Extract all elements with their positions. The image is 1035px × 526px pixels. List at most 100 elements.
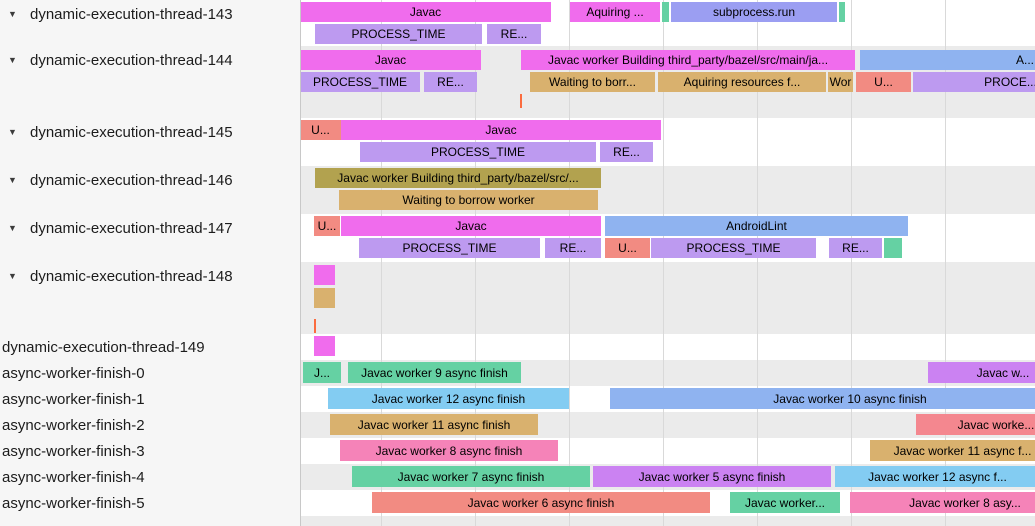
trace-slice[interactable]: Wor [828, 72, 853, 92]
gridline [851, 262, 852, 334]
trace-slice[interactable]: RE... [545, 238, 601, 258]
trace-slice[interactable]: Waiting to borrow worker [339, 190, 598, 210]
trace-slice[interactable]: AndroidLint [605, 216, 908, 236]
track-label[interactable]: ▼dynamic-execution-thread-147 [8, 214, 233, 242]
trace-slice[interactable]: subprocess.run [671, 2, 837, 22]
track-name: async-worker-finish-3 [2, 442, 145, 460]
sidebar-divider [300, 0, 301, 526]
track-header: async-worker-finish-4 [0, 464, 300, 490]
trace-slice[interactable]: U... [300, 120, 341, 140]
trace-slice[interactable]: Javac worker 5 async finish [593, 466, 831, 487]
trace-slice[interactable]: U... [314, 216, 340, 236]
track-label[interactable]: async-worker-finish-4 [2, 464, 145, 490]
track-header: dynamic-execution-thread-149 [0, 334, 300, 360]
trace-slice[interactable]: Javac [300, 50, 481, 70]
trace-slice[interactable]: Javac worker 8 asy... [850, 492, 1035, 513]
slice-label: AndroidLint [726, 219, 787, 233]
collapse-arrow-icon[interactable]: ▼ [8, 9, 17, 19]
trace-slice[interactable]: Aquiring ... [570, 2, 660, 22]
trace-slice[interactable] [314, 265, 335, 285]
track-label[interactable]: ▼ dynamic-execution-thread-148 [8, 262, 233, 290]
track-name: dynamic-execution-thread-148 [30, 267, 233, 285]
instant-event-tick[interactable] [520, 94, 522, 108]
trace-slice[interactable]: PROCESS_TIME [359, 238, 540, 258]
track-label[interactable]: async-worker-finish-0 [2, 360, 145, 386]
trace-slice[interactable]: Javac worker 6 async finish [372, 492, 710, 513]
track-name: async-worker-finish-4 [2, 468, 145, 486]
track-label[interactable]: ▼dynamic-execution-thread-146 [8, 166, 233, 194]
track-label[interactable]: dynamic-execution-thread-149 [2, 334, 205, 360]
gridline [757, 334, 758, 360]
track-label[interactable]: async-worker-finish-5 [2, 490, 145, 516]
track-label[interactable]: async-worker-finish-1 [2, 386, 145, 412]
trace-slice[interactable]: RE... [600, 142, 653, 162]
trace-slice[interactable]: RE... [487, 24, 541, 44]
trace-slice[interactable]: U... [605, 238, 650, 258]
collapse-arrow-icon[interactable]: ▼ [8, 127, 17, 137]
gridline [569, 360, 570, 386]
trace-slice[interactable]: Javac worker 11 async f... [870, 440, 1035, 461]
track-async-worker-finish-5: async-worker-finish-5 Javac worker 6 asyn… [0, 490, 1035, 516]
track-label[interactable]: async-worker-finish-2 [2, 412, 145, 438]
trace-slice[interactable]: Javac worker Building third_party/bazel/… [315, 168, 601, 188]
instant-event-tick[interactable] [314, 319, 316, 333]
trace-slice[interactable] [314, 288, 335, 308]
timeline-row [300, 334, 1035, 360]
slice-label: RE... [559, 241, 587, 255]
trace-slice[interactable]: Javac worker 10 async finish [610, 388, 1035, 409]
trace-slice[interactable]: Javac worker 12 async f... [835, 466, 1035, 487]
gridline [851, 438, 852, 464]
trace-slice[interactable]: Javac [300, 2, 551, 22]
trace-slice[interactable]: PROCE... [913, 72, 1035, 92]
trace-slice[interactable]: J... [303, 362, 341, 383]
trace-slice[interactable] [314, 336, 335, 356]
gridline [757, 0, 758, 46]
trace-slice[interactable]: Javac worker 8 async finish [340, 440, 558, 461]
slice-label: Javac worker 8 asy... [909, 495, 1021, 510]
trace-slice[interactable]: Javac worke... [916, 414, 1035, 435]
trace-slice[interactable]: Javac worker 9 async finish [348, 362, 521, 383]
collapse-arrow-icon[interactable]: ▼ [8, 55, 17, 65]
trace-slice[interactable]: Javac worker 11 async finish [330, 414, 538, 435]
trace-slice[interactable]: PROCESS_TIME [651, 238, 816, 258]
collapse-arrow-icon[interactable]: ▼ [8, 271, 17, 281]
slice-label: RE... [613, 145, 640, 159]
trace-slice[interactable]: A... [860, 50, 1035, 70]
slice-label: Javac worke... [957, 417, 1035, 432]
trace-slice[interactable]: PROCESS_TIME [360, 142, 596, 162]
trace-slice[interactable] [839, 2, 845, 22]
trace-slice[interactable]: Javac [341, 216, 601, 236]
trace-slice[interactable]: Javac w... [928, 362, 1035, 383]
trace-slice[interactable]: RE... [829, 238, 882, 258]
collapse-arrow-icon[interactable]: ▼ [8, 223, 17, 233]
trace-slice[interactable] [662, 2, 669, 22]
trace-slice[interactable]: Javac worker 7 async finish [352, 466, 590, 487]
track-label[interactable]: ▼ dynamic-execution-thread-143 [8, 0, 233, 28]
track-label[interactable]: async-worker-finish-3 [2, 438, 145, 464]
slice-label: RE... [500, 27, 528, 41]
trace-slice[interactable]: Aquiring resources f... [658, 72, 826, 92]
track-label[interactable]: ▼dynamic-execution-thread-145 [8, 118, 233, 146]
trace-slice[interactable]: RE... [424, 72, 477, 92]
gridline [569, 386, 570, 412]
trace-slice[interactable]: Javac worker Building third_party/bazel/… [521, 50, 855, 70]
track-name: async-worker-finish-1 [2, 390, 145, 408]
track-label[interactable]: ▼ dynamic-execution-thread-144 [8, 46, 233, 74]
track-name: dynamic-execution-thread-143 [30, 5, 233, 23]
gridline [945, 118, 946, 166]
trace-slice[interactable]: Javac worker... [730, 492, 840, 513]
trace-slice[interactable]: Javac [341, 120, 661, 140]
timeline-row [300, 516, 1035, 526]
trace-slice[interactable]: Javac worker 12 async finish [328, 388, 569, 409]
track-name: dynamic-execution-thread-144 [30, 51, 233, 69]
trace-slice[interactable] [884, 238, 902, 258]
trace-slice[interactable]: PROCESS_TIME [300, 72, 420, 92]
track-dynamic-execution-thread-146: ▼dynamic-execution-thread-146 Javac worke… [0, 166, 1035, 214]
trace-slice[interactable]: PROCESS_TIME [315, 24, 482, 44]
trace-slice[interactable]: U... [856, 72, 911, 92]
gridline [945, 516, 946, 526]
collapse-arrow-icon[interactable]: ▼ [8, 175, 17, 185]
gridline [945, 166, 946, 214]
trace-slice[interactable]: Waiting to borr... [530, 72, 655, 92]
